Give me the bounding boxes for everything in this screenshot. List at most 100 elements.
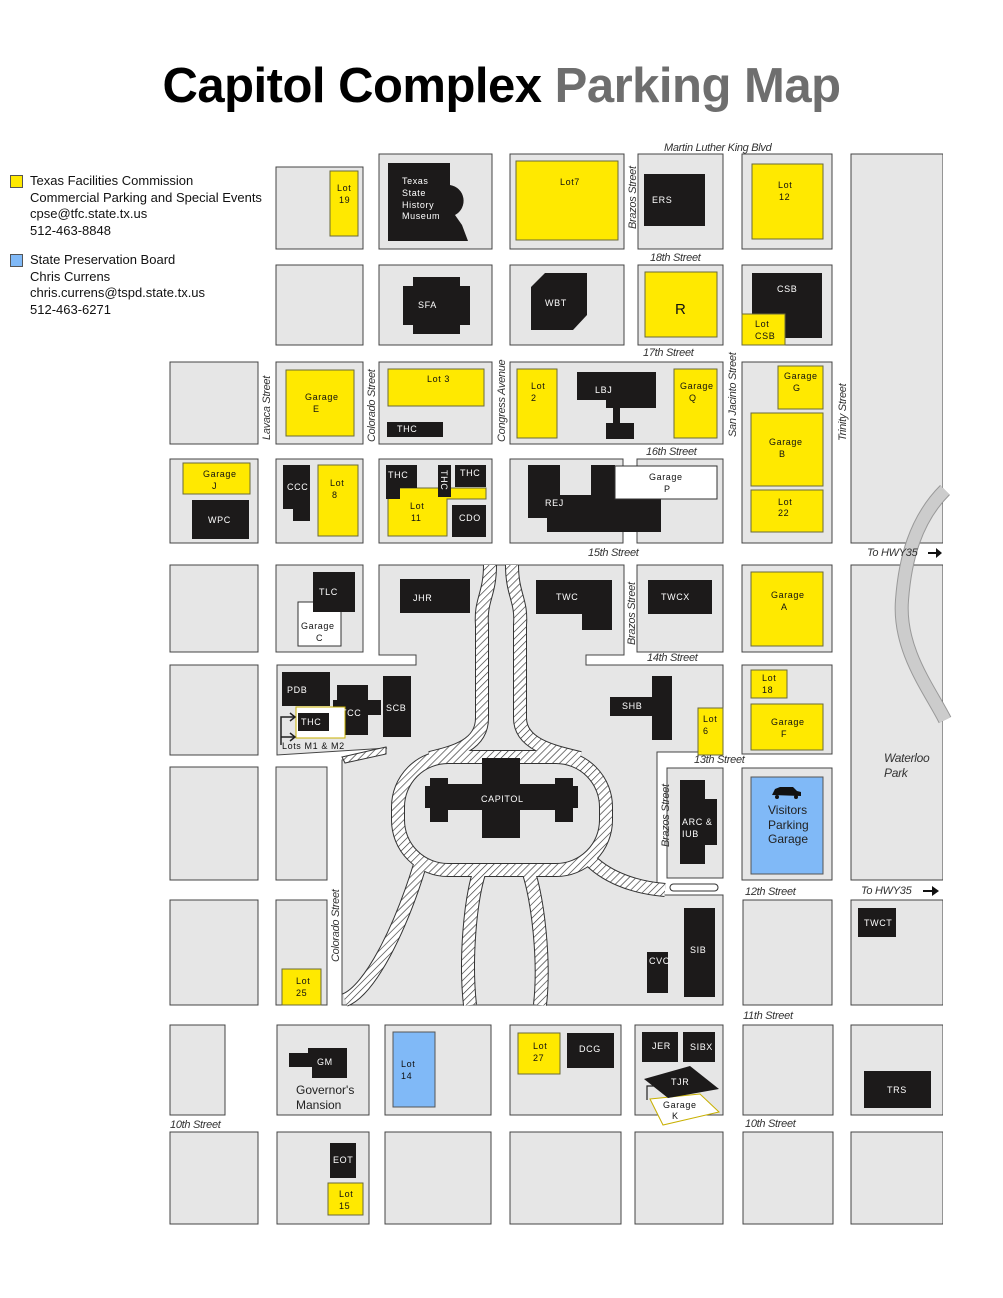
lot-15 [327,1182,364,1216]
thc-building [438,465,451,497]
arc-iub-building [680,780,717,864]
scb-building [383,676,411,737]
map-label: DCG [579,1044,601,1054]
map-label: THC [439,470,449,490]
map-shape [895,485,951,723]
map-label: TRS [887,1085,907,1095]
map-shape [169,1131,259,1225]
map-shape [943,140,1003,1240]
jhr-building [400,579,470,613]
legend-line: Chris Currens [30,268,111,284]
map-label: Lot [531,381,545,391]
map-label: Lot [337,183,351,193]
map-label: 14th Street [647,652,699,664]
lot-labels: Lot 19 Lot7 Lot 12 R Lot CSB Garage E Lo… [203,177,818,1211]
map-label: 11 [411,513,422,523]
map-shape [634,1131,724,1225]
map-label: Garage [784,371,818,381]
map-label: THC [460,468,480,478]
map-label: Q [689,393,697,403]
lot-7 [515,160,619,241]
map-label: TLC [319,587,338,597]
capitol-building [425,758,578,838]
garage-f [750,703,824,751]
map-shape [669,883,719,892]
legend-phone: 512-463-8848 [30,222,111,238]
garage-g [777,365,824,410]
map-label: To HWY35 [867,547,919,559]
lot-3 [387,368,485,407]
map-label: SIB [690,945,706,955]
map-shape [850,1131,944,1225]
map-label: CCC [287,482,308,492]
lot-2 [516,368,558,439]
map-label: JER [652,1041,671,1051]
arrow-right-icon [923,886,939,896]
map-label: Garage [680,381,714,391]
map-label: THC [301,717,321,727]
capitol-drives [341,564,719,1007]
map-label: Lot [778,180,792,190]
map-label: TJR [671,1077,689,1087]
map-shape [392,751,612,876]
lot-18 [750,669,788,699]
thc-m-building [298,713,329,731]
jer-building [642,1032,678,1062]
map-label: Lot [330,478,344,488]
garage-a [750,571,824,647]
arrow-icon [280,716,294,745]
lot-22 [750,489,824,533]
map-label: EOT [333,1155,353,1165]
map-label: 10th Street [745,1118,797,1130]
map-shape [646,1085,654,1100]
map-shape [850,153,944,544]
map-label: 17th Street [643,347,695,359]
map-label: WBT [545,298,567,308]
legend-email[interactable]: chris.currens@tspd.state.tx.us [30,285,206,300]
map-label: Brazos Street [660,783,672,847]
map-label: 15 [339,1201,350,1211]
map-label: G [793,383,801,393]
map-label: Garage [769,437,803,447]
map-label: 6 [703,726,709,736]
map-shape [522,868,548,1006]
map-label: PDB [287,685,307,695]
map-label: R [675,301,686,318]
legend-line: Commercial Parking and Special Events [30,189,262,205]
map-label: Garage [305,392,339,402]
map-label: LBJ [595,385,612,395]
map-label: 2 [531,393,537,403]
map-label: 10th Street [170,1119,222,1131]
legend-email[interactable]: cpse@tfc.state.tx.us [30,206,148,221]
map-label: F [781,729,787,739]
map-label: CVC [649,956,670,966]
texas-state-history-museum [388,163,468,241]
map-label: WPC [208,515,231,525]
legend-tfc: Texas Facilities Commission Commercial P… [10,173,262,239]
ccc-building [283,465,310,521]
trs-building [864,1071,931,1108]
map-label: GM [317,1057,333,1067]
pdb-building [282,672,330,706]
map-label: IUB [682,829,699,839]
parking-lots [182,160,824,1216]
map-shape [341,746,387,764]
map-shape [742,899,833,1006]
map-label: TWCX [661,592,690,602]
map-shape [169,361,259,445]
lot-r [644,271,718,338]
map-label: Lot [401,1059,415,1069]
map-label: Lot7 [560,177,580,187]
legend-line: State Preservation Board [30,252,176,267]
tjr-building [644,1066,719,1098]
map-label: CSB [777,284,797,294]
map-label: Lot [410,501,424,511]
map-label: 27 [533,1053,544,1063]
wpc-building [192,500,249,539]
map-shape [169,899,259,1006]
map-label: History [402,200,434,210]
map-label: SHB [622,701,642,711]
legend-spb: State Preservation Board Chris Currens c… [10,252,205,318]
buildings [192,163,931,1178]
twcx-building [648,580,712,614]
